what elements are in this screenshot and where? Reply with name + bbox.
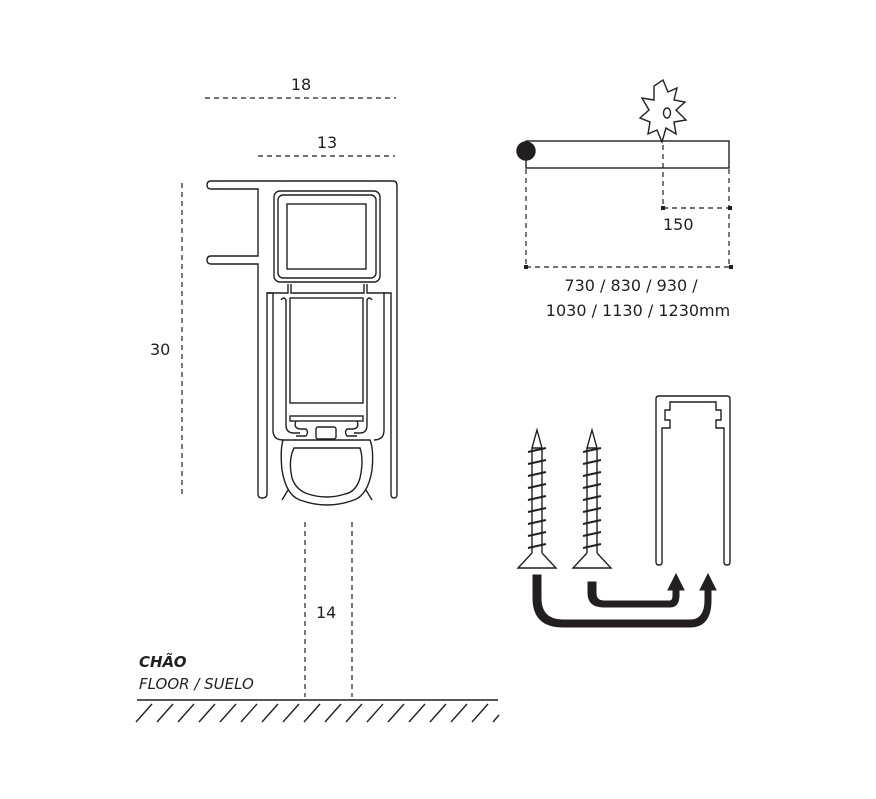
lengths-line1: 730 / 830 / 930 /: [564, 276, 698, 295]
cut-length-diagram: [516, 78, 733, 269]
profile-bar: [525, 140, 730, 169]
floor-label-pt: CHÃO: [139, 653, 187, 671]
lengths-line2: 1030 / 1130 / 1230mm: [545, 301, 731, 320]
mounting-channel-profile: [655, 395, 731, 566]
dim-cut: 150: [663, 215, 694, 234]
door-seal-profile: [206, 180, 398, 506]
dim-width-total: 18: [290, 75, 312, 94]
floor-hatching: [135, 699, 500, 723]
dim-height: 30: [150, 340, 171, 359]
screw-icon: [571, 427, 613, 569]
screw-icon: [516, 427, 558, 569]
dimension-lines: [181, 97, 396, 697]
dim-width-inner: 13: [316, 133, 338, 152]
end-cap-dot: [516, 141, 536, 161]
floor-label-en-es: FLOOR / SUELO: [139, 675, 254, 693]
dim-gap: 14: [316, 603, 337, 622]
saw-blade-icon: [638, 78, 688, 145]
arrow-icon: [532, 572, 717, 628]
